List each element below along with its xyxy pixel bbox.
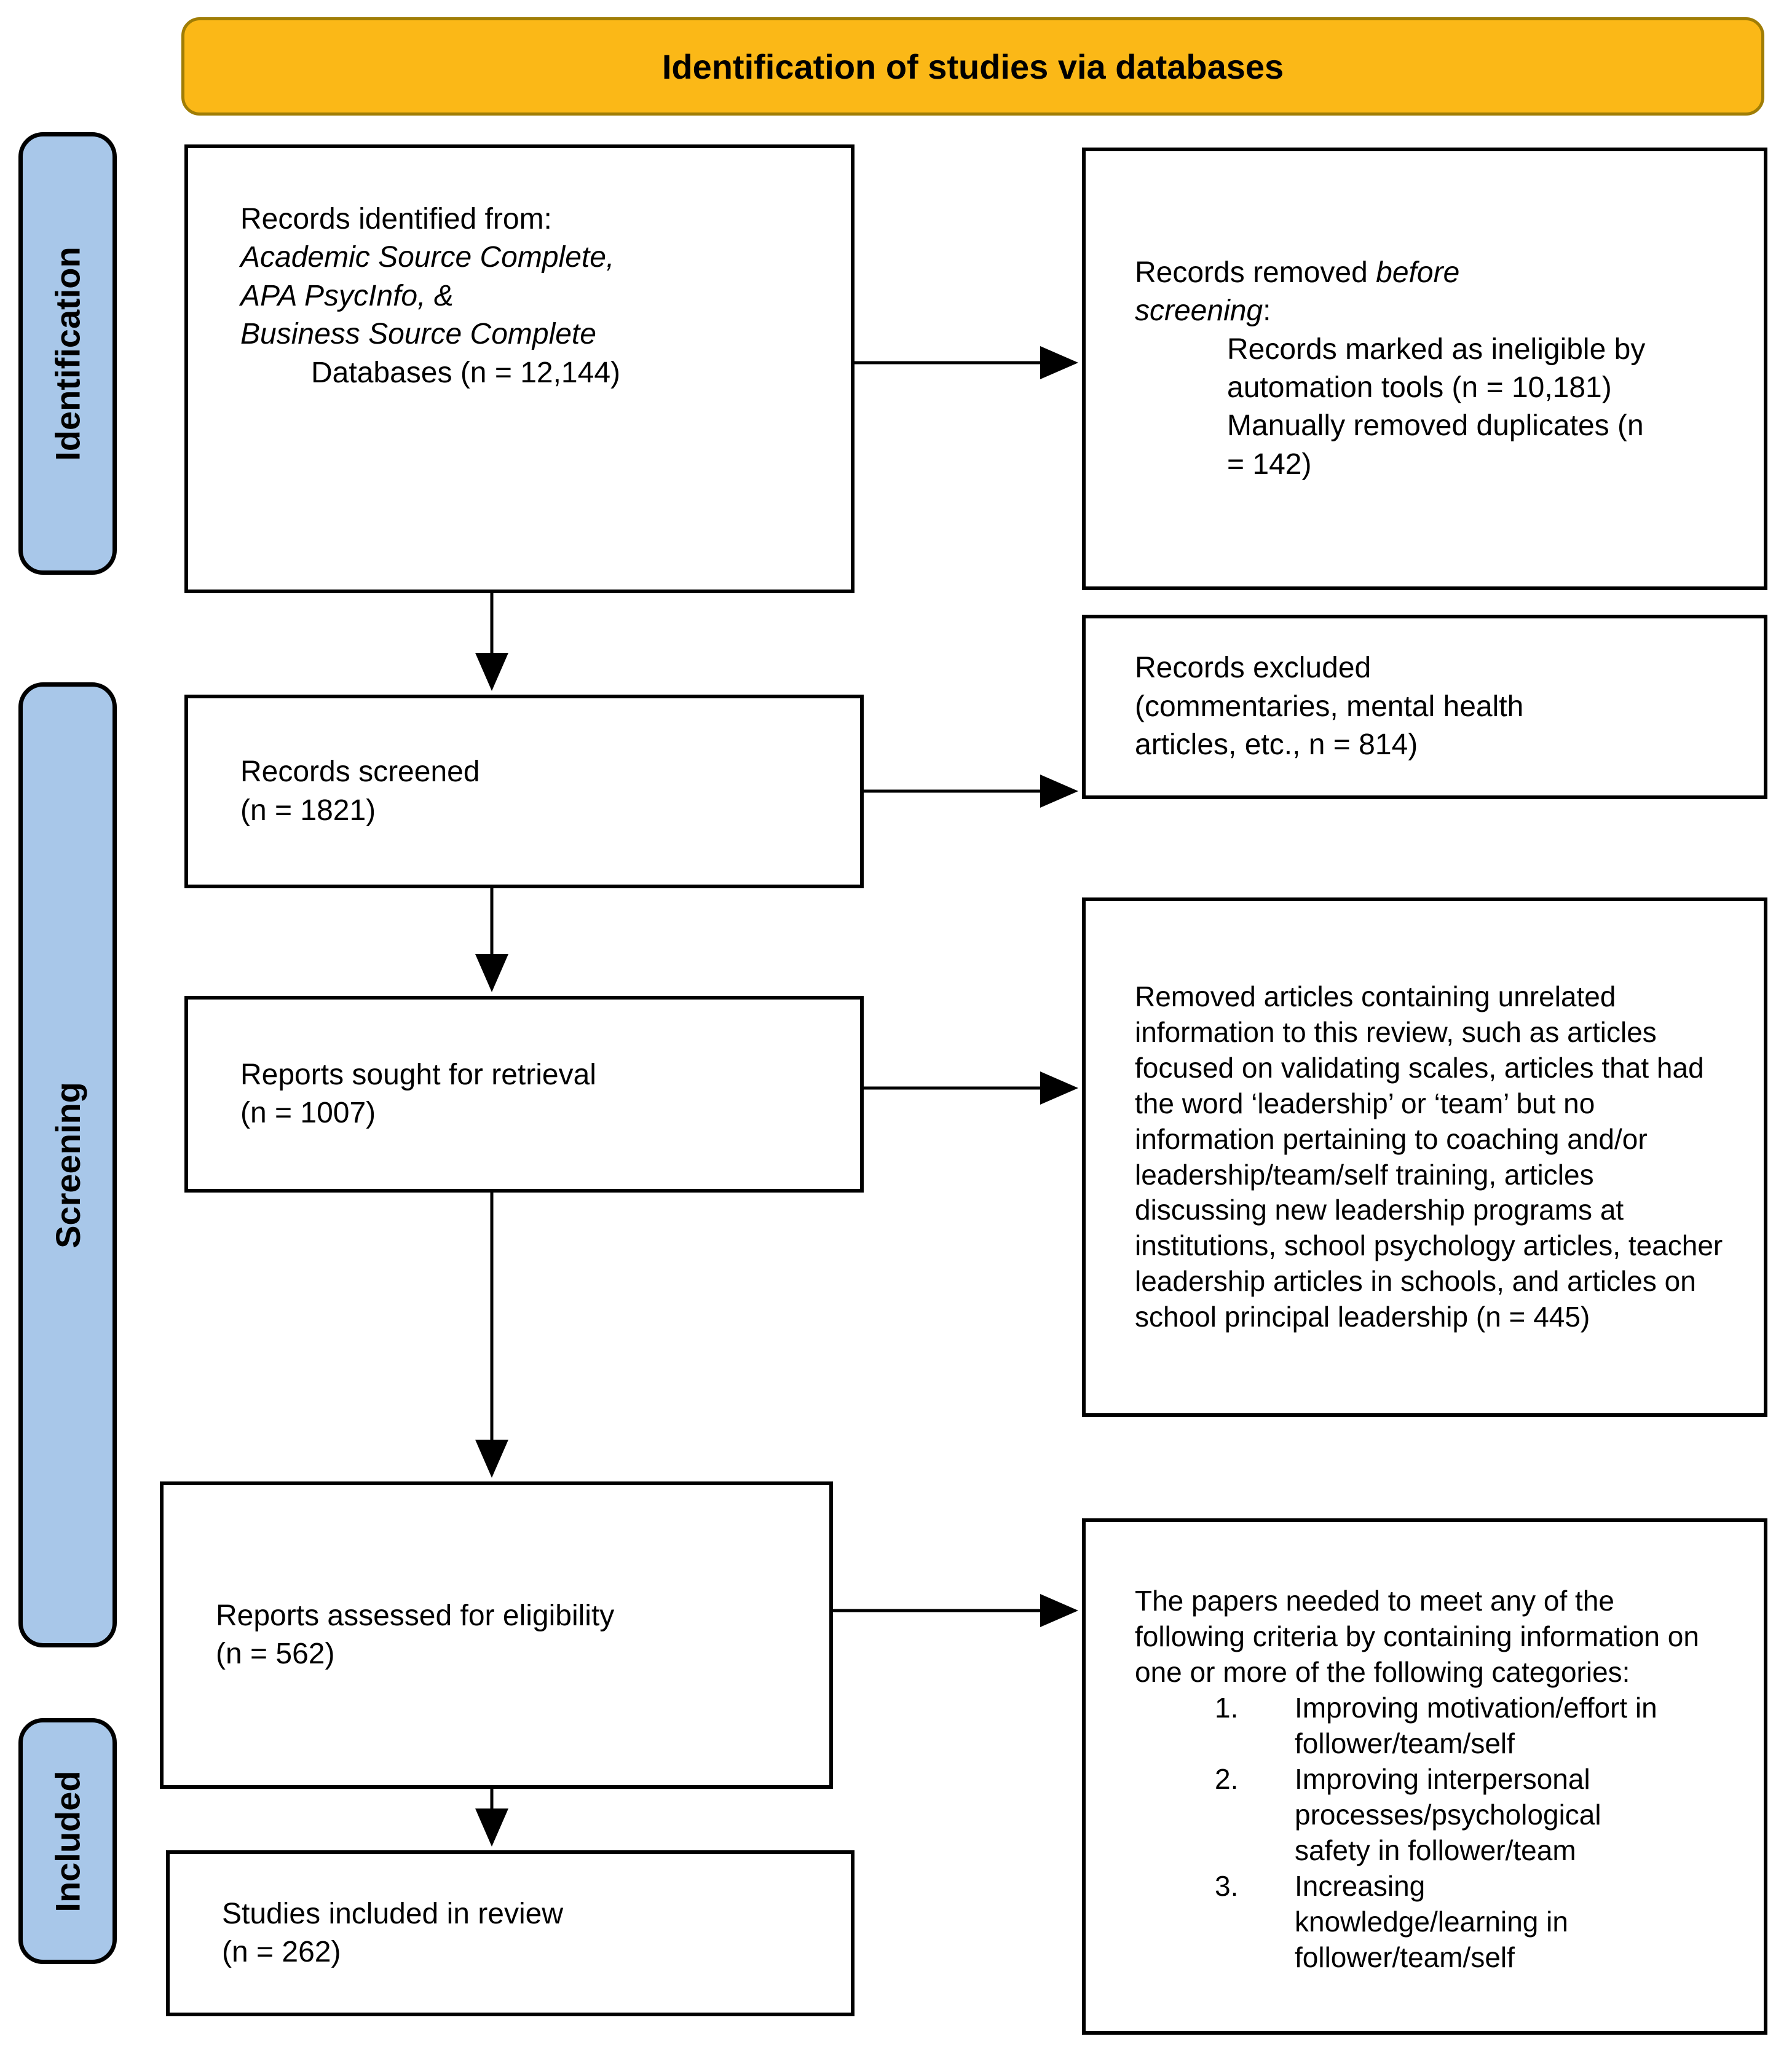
- arrow-down-icon-assessed-to-included: [475, 1789, 508, 1847]
- records-removed-item-1: Records marked as ineligible by automati…: [1227, 333, 1646, 404]
- criteria-list: 1. Improving motivation/effort in follow…: [1135, 1690, 1730, 1976]
- reports-assessed-count: (n = 562): [216, 1638, 335, 1670]
- box-removed-articles: Removed articles containing unrelated in…: [1082, 897, 1767, 1417]
- records-identified-source-2: APA PsycInfo, &: [240, 279, 454, 312]
- records-removed-lead-italic: before screening: [1135, 256, 1460, 328]
- records-screened-count: (n = 1821): [240, 794, 376, 827]
- stage-label-included-text: Included: [48, 1770, 87, 1912]
- criteria-item-3-text: Increasing knowledge/learning in followe…: [1295, 1869, 1568, 1973]
- arrow-right-icon-sought-to-removed-articles: [864, 1071, 1078, 1105]
- records-removed-lead-normal: Records removed: [1135, 256, 1376, 289]
- arrow-down-icon-screened-to-sought: [475, 888, 508, 992]
- criteria-item-1: 1. Improving motivation/effort in follow…: [1215, 1690, 1730, 1762]
- diagram-title: Identification of studies via databases: [661, 47, 1284, 86]
- removed-articles-text: Removed articles containing unrelated in…: [1135, 980, 1723, 1333]
- stage-label-identification: Identification: [18, 132, 117, 575]
- records-removed-lead-suffix: :: [1263, 294, 1271, 328]
- box-records-removed: Records removed before screening: Record…: [1082, 148, 1767, 590]
- criteria-intro: The papers needed to meet any of the fol…: [1135, 1585, 1699, 1689]
- records-identified-intro: Records identified from:: [240, 203, 552, 235]
- studies-included-label: Studies included in review: [222, 1897, 563, 1930]
- arrow-right-icon-identified-to-removed: [855, 346, 1078, 379]
- records-identified-source-3: Business Source Complete: [240, 318, 596, 351]
- arrow-down-icon-identified-to-screened: [475, 593, 508, 691]
- box-records-excluded: Records excluded (commentaries, mental h…: [1082, 615, 1767, 799]
- reports-sought-count: (n = 1007): [240, 1097, 376, 1129]
- box-criteria: The papers needed to meet any of the fol…: [1082, 1518, 1767, 2035]
- stage-label-screening: Screening: [18, 682, 117, 1647]
- records-removed-items: Records marked as ineligible by automati…: [1227, 331, 1727, 484]
- records-removed-item-2: Manually removed duplicates (n = 142): [1227, 409, 1644, 481]
- header-banner: Identification of studies via databases: [181, 17, 1764, 116]
- records-screened-label: Records screened: [240, 755, 480, 789]
- arrow-right-icon-assessed-to-criteria: [833, 1594, 1078, 1627]
- studies-included-count: (n = 262): [222, 1936, 341, 1968]
- stage-label-included: Included: [18, 1718, 117, 1964]
- box-records-screened: Records screened (n = 1821): [184, 695, 864, 888]
- arrow-right-icon-screened-to-excluded: [864, 775, 1078, 808]
- criteria-item-2: 2. Improving interpersonal processes/psy…: [1215, 1762, 1730, 1869]
- reports-assessed-label: Reports assessed for eligibility: [216, 1599, 615, 1632]
- arrow-down-icon-sought-to-assessed: [475, 1193, 508, 1478]
- criteria-item-2-text: Improving interpersonal processes/psycho…: [1295, 1763, 1601, 1866]
- records-identified-source-1: Academic Source Complete,: [240, 241, 615, 274]
- reports-sought-label: Reports sought for retrieval: [240, 1058, 596, 1091]
- records-excluded-text: Records excluded (commentaries, mental h…: [1135, 652, 1524, 762]
- stage-label-screening-text: Screening: [48, 1081, 87, 1248]
- box-studies-included: Studies included in review (n = 262): [166, 1850, 855, 2016]
- criteria-item-1-number: 1.: [1215, 1692, 1239, 1724]
- box-records-identified: Records identified from: Academic Source…: [184, 144, 855, 593]
- criteria-item-1-text: Improving motivation/effort in follower/…: [1295, 1692, 1657, 1760]
- criteria-item-3: 3. Increasing knowledge/learning in foll…: [1215, 1869, 1730, 1976]
- box-reports-sought: Reports sought for retrieval (n = 1007): [184, 996, 864, 1193]
- records-identified-total: Databases (n = 12,144): [311, 356, 620, 389]
- criteria-item-3-number: 3.: [1215, 1869, 1239, 1902]
- records-removed-lead: Records removed before screening:: [1135, 254, 1565, 331]
- criteria-item-2-number: 2.: [1215, 1763, 1239, 1796]
- box-reports-assessed: Reports assessed for eligibility (n = 56…: [160, 1481, 833, 1789]
- stage-label-identification-text: Identification: [48, 246, 87, 461]
